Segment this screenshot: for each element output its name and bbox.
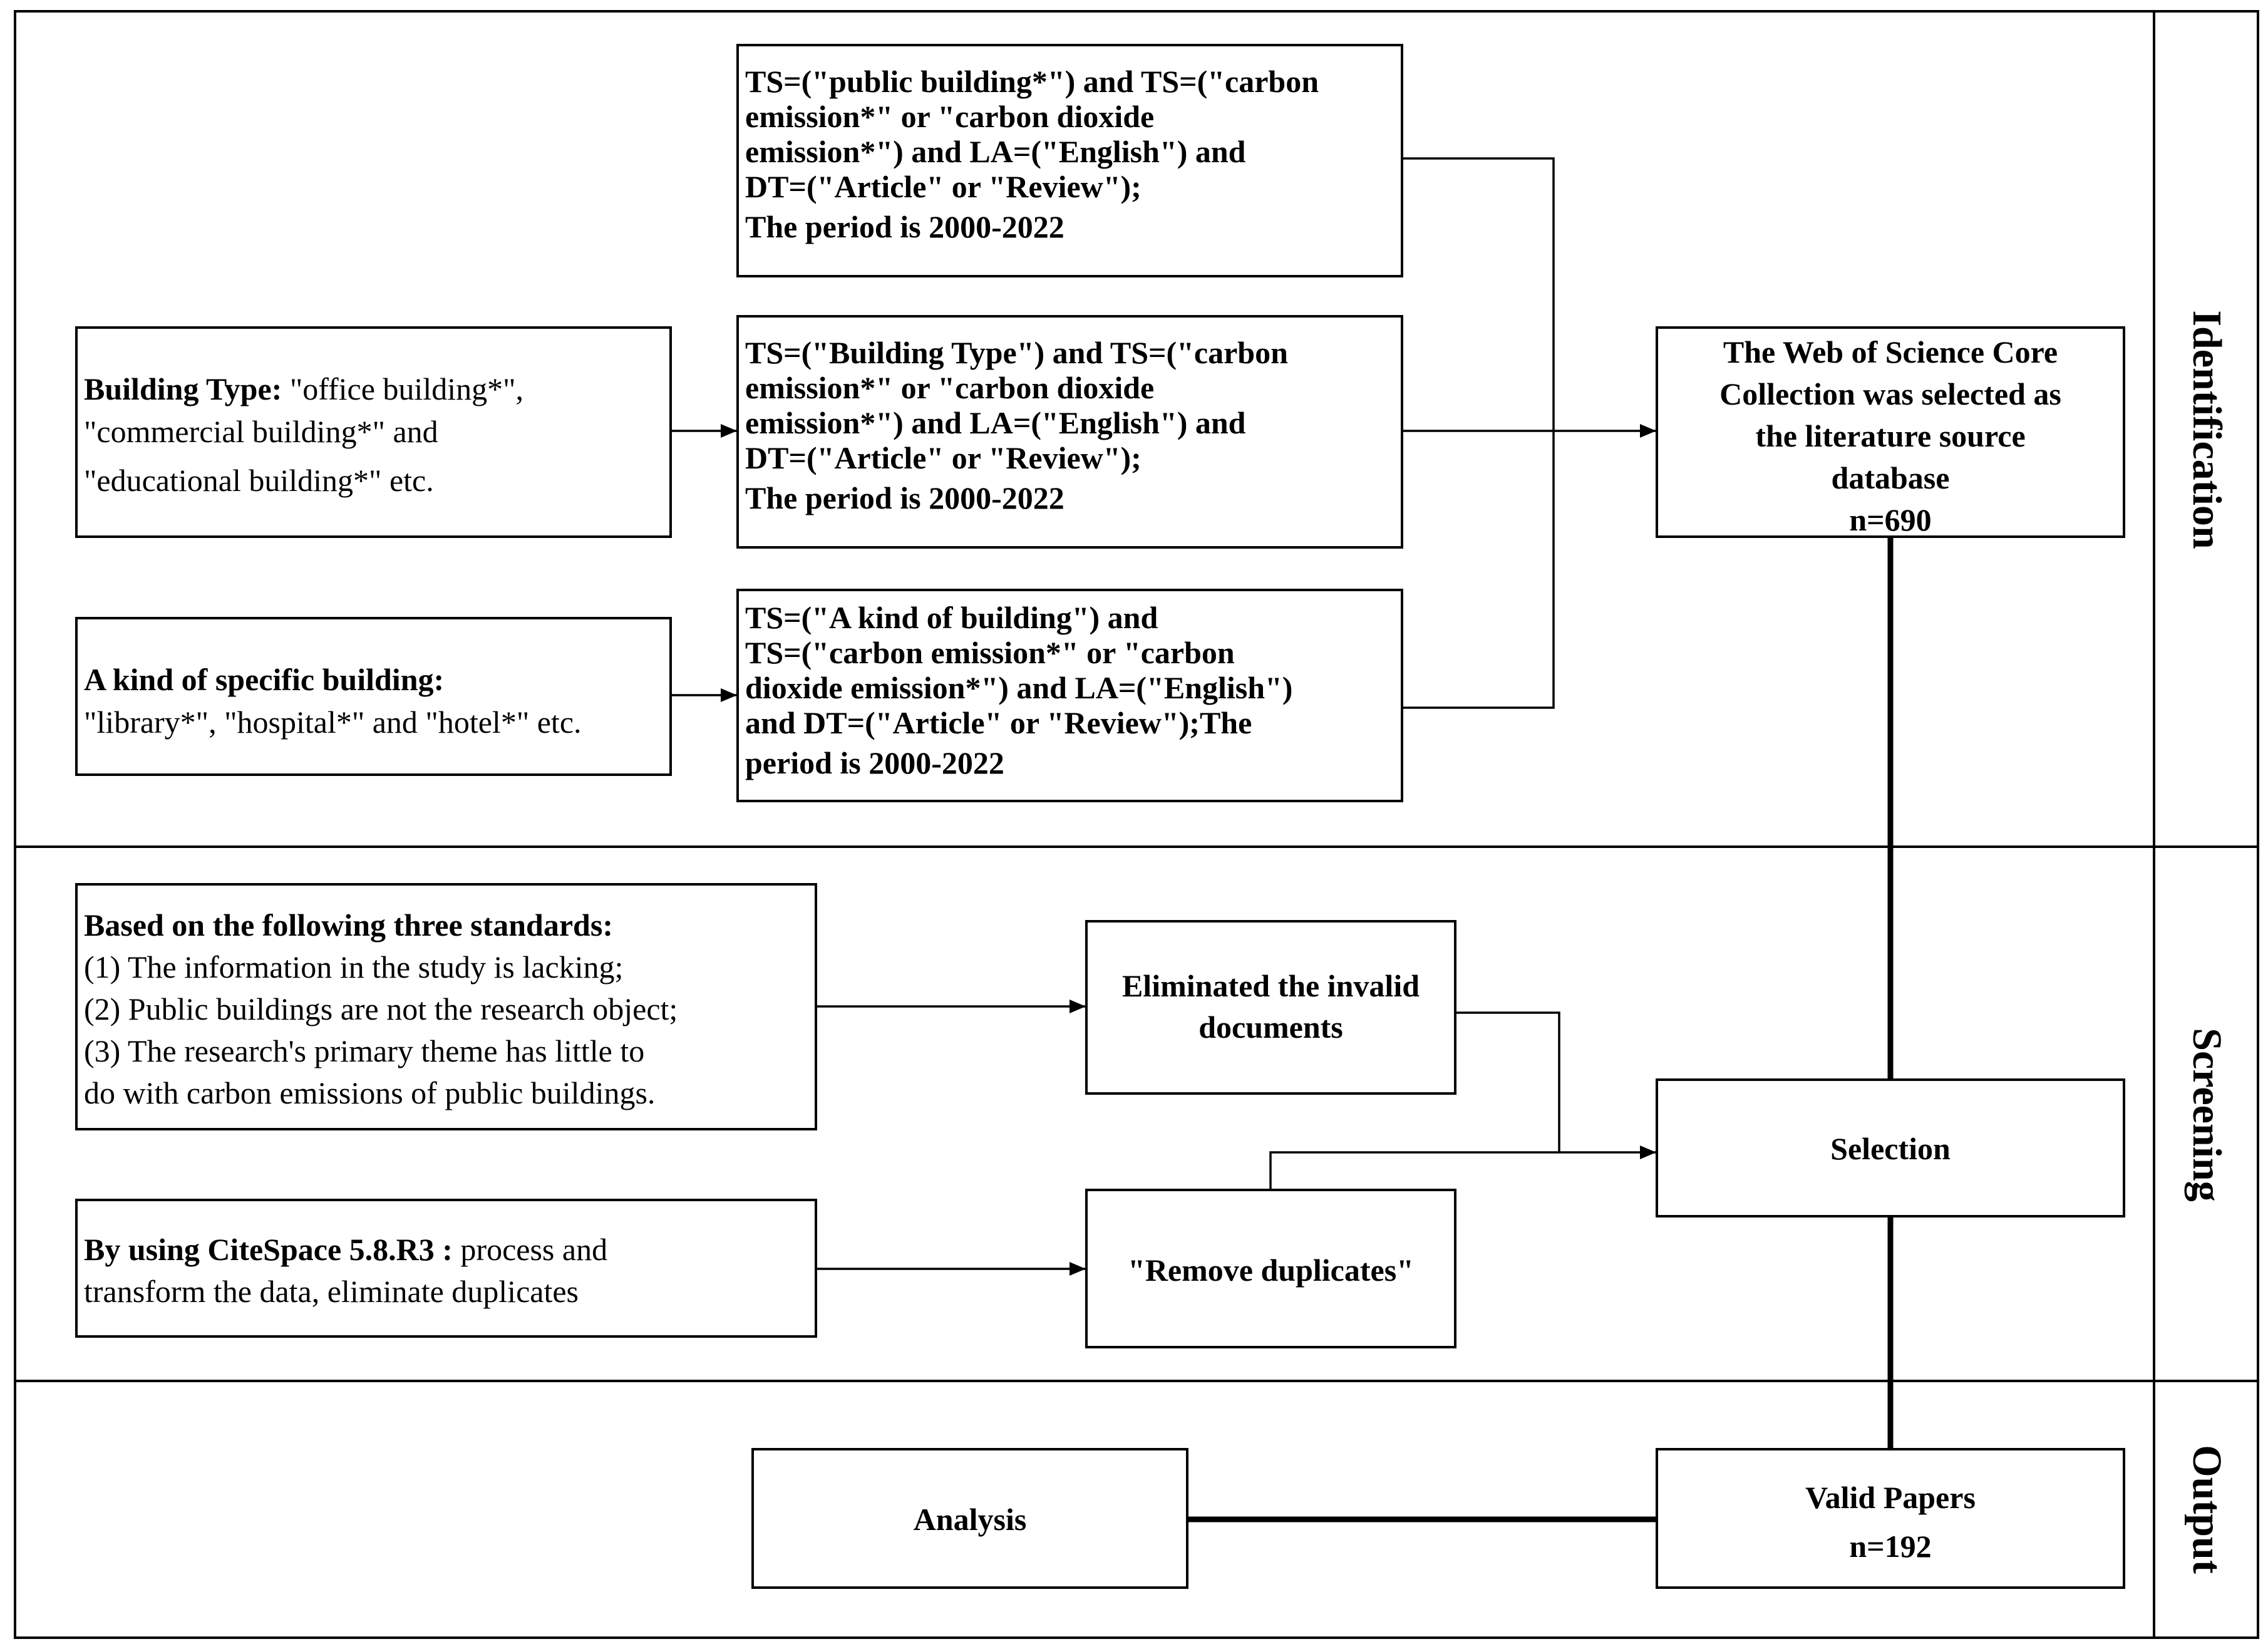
selection-label: Selection (1830, 1131, 1951, 1166)
line-remove-to-selection (1269, 1151, 1559, 1189)
valid-papers-box: Valid Papers n=192 (1656, 1448, 2125, 1589)
building-type-text: Building Type: "office building*", "comm… (84, 371, 524, 498)
standards-text: Based on the following three standards: … (84, 907, 678, 1110)
outer-frame (14, 10, 2259, 1639)
building-type-box: Building Type: "office building*", "comm… (75, 326, 672, 538)
remove-duplicates-label: "Remove duplicates" (1128, 1253, 1414, 1288)
citespace-text: By using CiteSpace 5.8.R3 : process and … (84, 1232, 608, 1309)
analysis-box: Analysis (751, 1448, 1188, 1589)
arrow-eliminated-to-selection (1456, 1011, 1656, 1159)
section-label-screening: Screening (2184, 1028, 2230, 1202)
citespace-box: By using CiteSpace 5.8.R3 : process and … (75, 1199, 817, 1338)
wos-source-text: The Web of Science Core Collection was s… (1658, 331, 2123, 541)
wos-source-box: The Web of Science Core Collection was s… (1656, 326, 2125, 538)
eliminated-invalid-box: Eliminated the invalid documents (1085, 920, 1456, 1095)
line-query-public (1403, 157, 1555, 709)
eliminated-invalid-text: Eliminated the invalid documents (1121, 968, 1420, 1045)
query-building-type-text: TS=("Building Type") and TS=("carbon emi… (745, 335, 1288, 515)
query-building-type-box: TS=("Building Type") and TS=("carbon emi… (736, 315, 1403, 549)
query-kind-building-text: TS=("A kind of building") and TS=("carbo… (745, 600, 1293, 780)
standards-box: Based on the following three standards: … (75, 883, 817, 1130)
wos-count: n=690 (1849, 502, 1932, 537)
valid-papers-text: Valid Papers n=192 (1658, 1473, 2123, 1571)
query-kind-building-box: TS=("A kind of building") and TS=("carbo… (736, 589, 1403, 802)
query-public-building-box: TS=("public building*") and TS=("carbon … (736, 44, 1403, 277)
query-public-building-text: TS=("public building*") and TS=("carbon … (745, 64, 1319, 244)
valid-papers-count: n=192 (1849, 1529, 1932, 1564)
selection-box: Selection (1656, 1078, 2125, 1217)
remove-duplicates-box: "Remove duplicates" (1085, 1189, 1456, 1348)
section-label-identification: Identification (2184, 310, 2230, 549)
section-label-output: Output (2184, 1445, 2230, 1574)
specific-building-box: A kind of specific building: "library*",… (75, 617, 672, 776)
analysis-label: Analysis (913, 1502, 1027, 1537)
specific-building-text: A kind of specific building: "library*",… (84, 662, 582, 740)
